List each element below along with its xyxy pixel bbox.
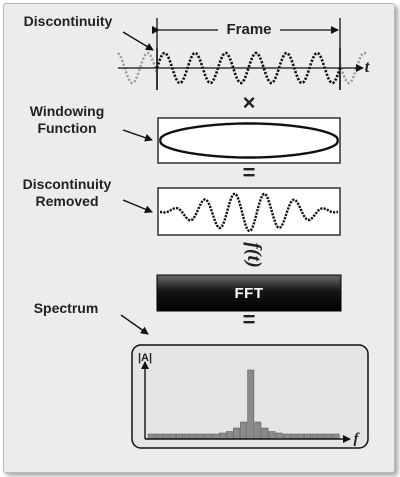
spectrum-bar — [332, 433, 340, 440]
spectrum-bar — [275, 432, 283, 440]
equals-sign-1: = — [242, 160, 256, 185]
spectrum-bar — [254, 421, 262, 440]
spectrum-bar — [240, 421, 247, 440]
spectrum-bar — [204, 433, 212, 440]
windowing-pointer-arrow — [122, 129, 153, 142]
discontinuity-label: Discontinuity — [23, 13, 113, 29]
amplitude-axis-label: |A| — [137, 352, 153, 364]
spectrum-bar — [197, 433, 205, 440]
spectrum-bar — [318, 433, 326, 440]
windowing-function-line2: Function — [37, 120, 97, 136]
spectrum-bar — [282, 433, 290, 440]
spectrum-bar — [268, 431, 276, 440]
spectrum-bar — [183, 433, 191, 440]
windowed-signal-wave — [159, 192, 339, 233]
spectrum-bar — [311, 433, 319, 440]
spectrum-bar — [289, 433, 297, 440]
multiply-sign: × — [242, 90, 256, 115]
frame-label: Frame — [218, 21, 280, 38]
discontinuity-pointer-arrow — [122, 31, 154, 51]
windowed-signal-box — [157, 187, 341, 236]
signal-outside-frame-left — [117, 51, 159, 85]
discontinuity-removed-line1: Discontinuity — [22, 176, 112, 192]
signal-outside-frame-right — [338, 51, 367, 85]
spectrum-bar — [154, 433, 162, 440]
spectrum-bar — [211, 433, 219, 440]
windowing-envelope-curve — [158, 122, 340, 159]
fft-block — [156, 274, 342, 312]
discontinuity-removed-line2: Removed — [35, 193, 99, 209]
spectrum-bar — [161, 433, 169, 440]
windowing-function-box — [157, 117, 341, 164]
spectrum-bar — [147, 433, 155, 440]
spectrum-bar — [225, 431, 233, 440]
spectrum-bar — [176, 433, 183, 440]
spectrum-bar — [325, 433, 333, 440]
spectrum-bar — [233, 427, 240, 440]
equals-sign-2: = — [242, 307, 256, 332]
spectrum-bar — [169, 433, 176, 440]
spectrum-label: Spectrum — [33, 300, 99, 316]
discontinuity-removed-label: Discontinuity Removed — [10, 176, 124, 210]
f-of-t-label: f(t) — [243, 242, 265, 268]
spectrum-pointer-arrow — [120, 314, 149, 335]
fft-label: FFT — [234, 284, 264, 302]
removed-pointer-arrow — [122, 199, 153, 214]
windowing-function-label: Windowing Function — [10, 103, 124, 137]
spectrum-bar — [297, 433, 304, 440]
spectrum-bar — [304, 433, 311, 440]
windowing-function-line1: Windowing — [29, 103, 105, 119]
spectrum-bar — [190, 433, 198, 440]
spectrum-bar — [247, 369, 255, 440]
spectrum-bar — [261, 427, 269, 440]
time-axis-label: t — [364, 57, 370, 76]
frequency-axis-label: f — [353, 431, 359, 447]
spectrum-bar — [218, 432, 226, 440]
